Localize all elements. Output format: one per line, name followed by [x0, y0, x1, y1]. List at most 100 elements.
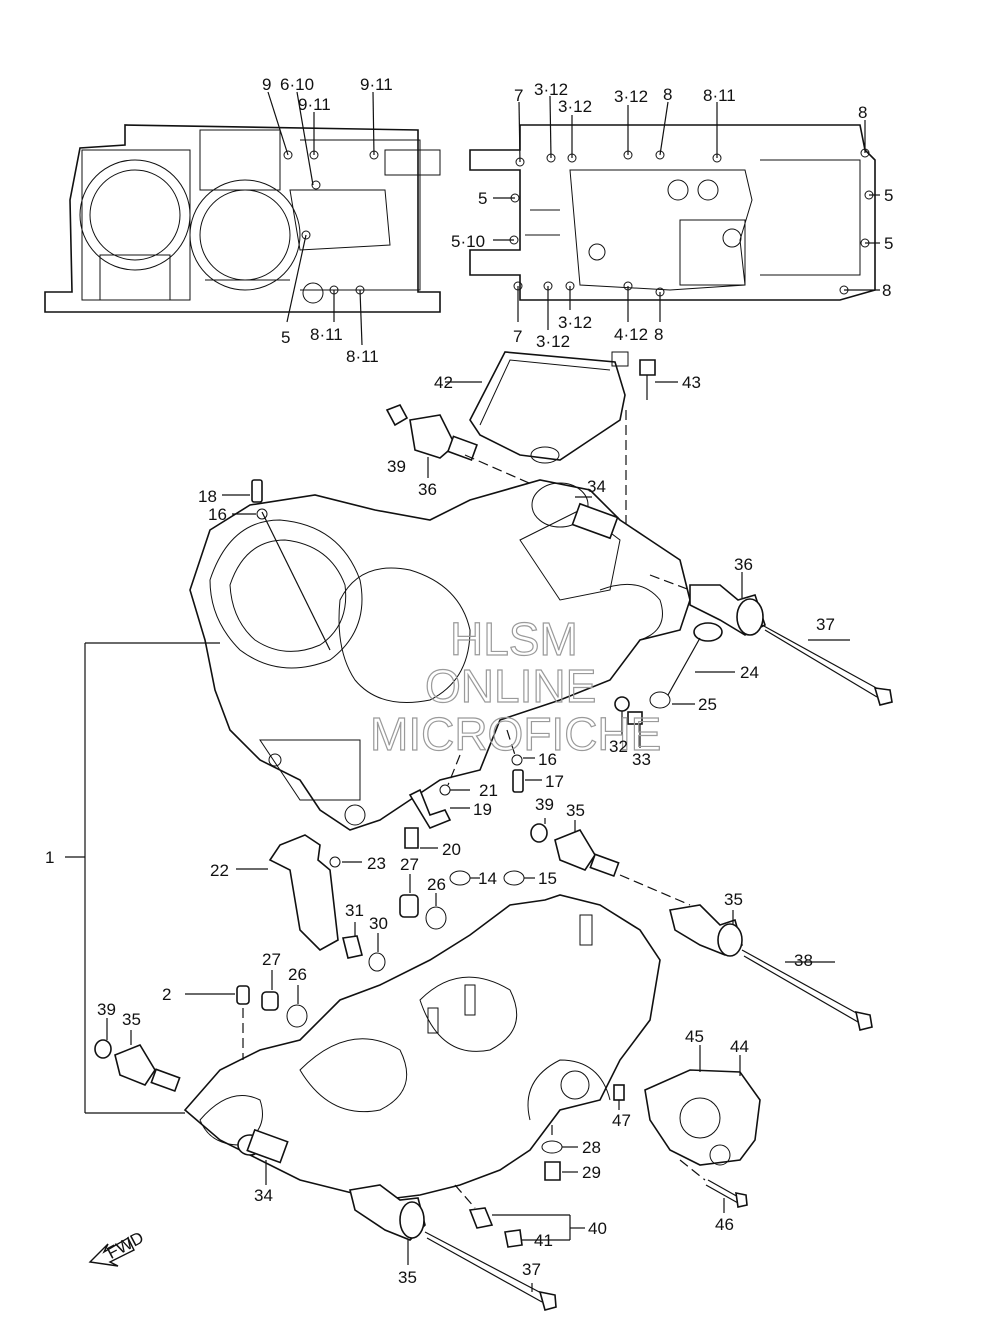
callout-label: 30	[369, 914, 388, 933]
callout-label: 5	[884, 186, 893, 205]
callout-label: 14	[478, 869, 497, 888]
callout-label: 35	[724, 890, 743, 909]
orings-and-plugs-middle	[399, 870, 535, 930]
callout-label: 42	[434, 373, 453, 392]
watermark-line1: HLSM	[450, 613, 578, 665]
callout-label: 47	[612, 1111, 631, 1130]
cap-and-plug-top-left	[385, 404, 546, 491]
breather-cover-assembly	[445, 351, 678, 585]
callout-label: 23	[367, 854, 386, 873]
callout-label: 18	[198, 487, 217, 506]
callout-label: 39	[387, 457, 406, 476]
callout-label: 17	[545, 772, 564, 791]
callout-label: 28	[582, 1138, 601, 1157]
callout-label: 9·11	[298, 95, 331, 114]
callout-label: 37	[816, 615, 835, 634]
callout-label: 36	[734, 555, 753, 574]
callout-label: 5·10	[451, 232, 485, 251]
callout-label: 19	[473, 800, 492, 819]
callout-label: 8·11	[310, 325, 343, 344]
callout-label: 26	[288, 965, 307, 984]
callout-label: 5	[478, 189, 487, 208]
dowel-pin-18	[222, 479, 268, 520]
callout-label: 5	[884, 234, 893, 253]
lower-crankcase-bottom-view	[469, 95, 880, 330]
callout-label: 3·12	[558, 97, 592, 116]
callout-label: 6·10	[280, 75, 314, 94]
callout-label: 27	[262, 950, 281, 969]
callout-labels: 9 6·10 9·11 9·11 5 8·11 8·11 7 3·12 3·12…	[45, 75, 893, 1287]
fwd-label: FWD	[104, 1228, 147, 1263]
drain-bolt-31	[342, 922, 386, 972]
oil-plug-40-41	[454, 1184, 585, 1248]
callout-label: 20	[442, 840, 461, 859]
bolt-46	[679, 1159, 748, 1213]
plug-and-bolt-bottom	[349, 1184, 557, 1311]
callout-label: 36	[418, 480, 437, 499]
callout-label: 8·11	[703, 86, 736, 105]
callout-label: 5	[281, 328, 290, 347]
upper-crankcase-body	[189, 479, 691, 831]
callout-label: 26	[427, 875, 446, 894]
oil-jet-17	[506, 729, 542, 793]
callout-label: 35	[122, 1010, 141, 1029]
callout-label: 38	[794, 951, 813, 970]
callout-label: 24	[740, 663, 759, 682]
callout-label: 1	[45, 848, 54, 867]
callout-label: 33	[632, 750, 651, 769]
callout-label: 44	[730, 1037, 749, 1056]
callout-label: 46	[715, 1215, 734, 1234]
callout-label: 7	[514, 86, 523, 105]
callout-label: 37	[522, 1260, 541, 1279]
callout-label: 39	[535, 795, 554, 814]
small-parts-lower	[541, 1084, 625, 1181]
callout-label: 41	[534, 1231, 553, 1250]
upper-crankcase-top-view	[44, 91, 441, 346]
fwd-arrow-icon: FWD	[88, 1228, 147, 1267]
callout-label: 9	[262, 75, 271, 94]
oil-pump-cover	[644, 1045, 761, 1166]
callout-label: 8·11	[346, 347, 379, 366]
assembly-group-bracket	[65, 642, 220, 1114]
callout-label: 7	[513, 327, 522, 346]
callout-label: 2	[162, 985, 171, 1004]
callout-label: 43	[682, 373, 701, 392]
callout-label: 15	[538, 869, 557, 888]
callout-label: 4·12	[614, 325, 648, 344]
callout-label: 3·12	[614, 87, 648, 106]
watermark-line2: ONLINE	[425, 660, 596, 712]
callout-label: 27	[400, 855, 419, 874]
bracket-22	[236, 834, 362, 951]
callout-label: 25	[698, 695, 717, 714]
plug-middle-right	[530, 818, 691, 906]
callout-label: 22	[210, 861, 229, 880]
callout-label: 32	[609, 737, 628, 756]
callout-label: 8	[654, 325, 663, 344]
callout-label: 3·12	[558, 313, 592, 332]
callout-label: 8	[882, 281, 891, 300]
callout-label: 39	[97, 1000, 116, 1019]
callout-label: 35	[398, 1268, 417, 1287]
callout-label: 34	[254, 1186, 273, 1205]
watermark-line3: MICROFICHE	[370, 708, 661, 760]
right-plug-and-bolt-upper	[649, 572, 893, 706]
callout-label: 35	[566, 801, 585, 820]
plug-lower-left	[94, 1018, 181, 1093]
oil-level-gauge	[649, 622, 735, 709]
callout-label: 34	[587, 477, 606, 496]
watermark: HLSM ONLINE MICROFICHE	[369, 612, 662, 760]
callout-label: 16	[538, 750, 557, 769]
dowel-pin-2	[185, 970, 308, 1060]
callout-label: 21	[479, 781, 498, 800]
callout-label: 29	[582, 1163, 601, 1182]
callout-label: 16	[208, 505, 227, 524]
callout-label: 8	[858, 103, 867, 122]
plug-and-bolt-right-lower	[669, 904, 873, 1031]
callout-label: 45	[685, 1027, 704, 1046]
callout-label: 3·12	[534, 80, 568, 99]
oil-pipe-fittings	[404, 754, 470, 849]
oil-pressure-switch	[614, 696, 643, 748]
callout-label: 8	[663, 85, 672, 104]
callout-label: 3·12	[536, 332, 570, 351]
